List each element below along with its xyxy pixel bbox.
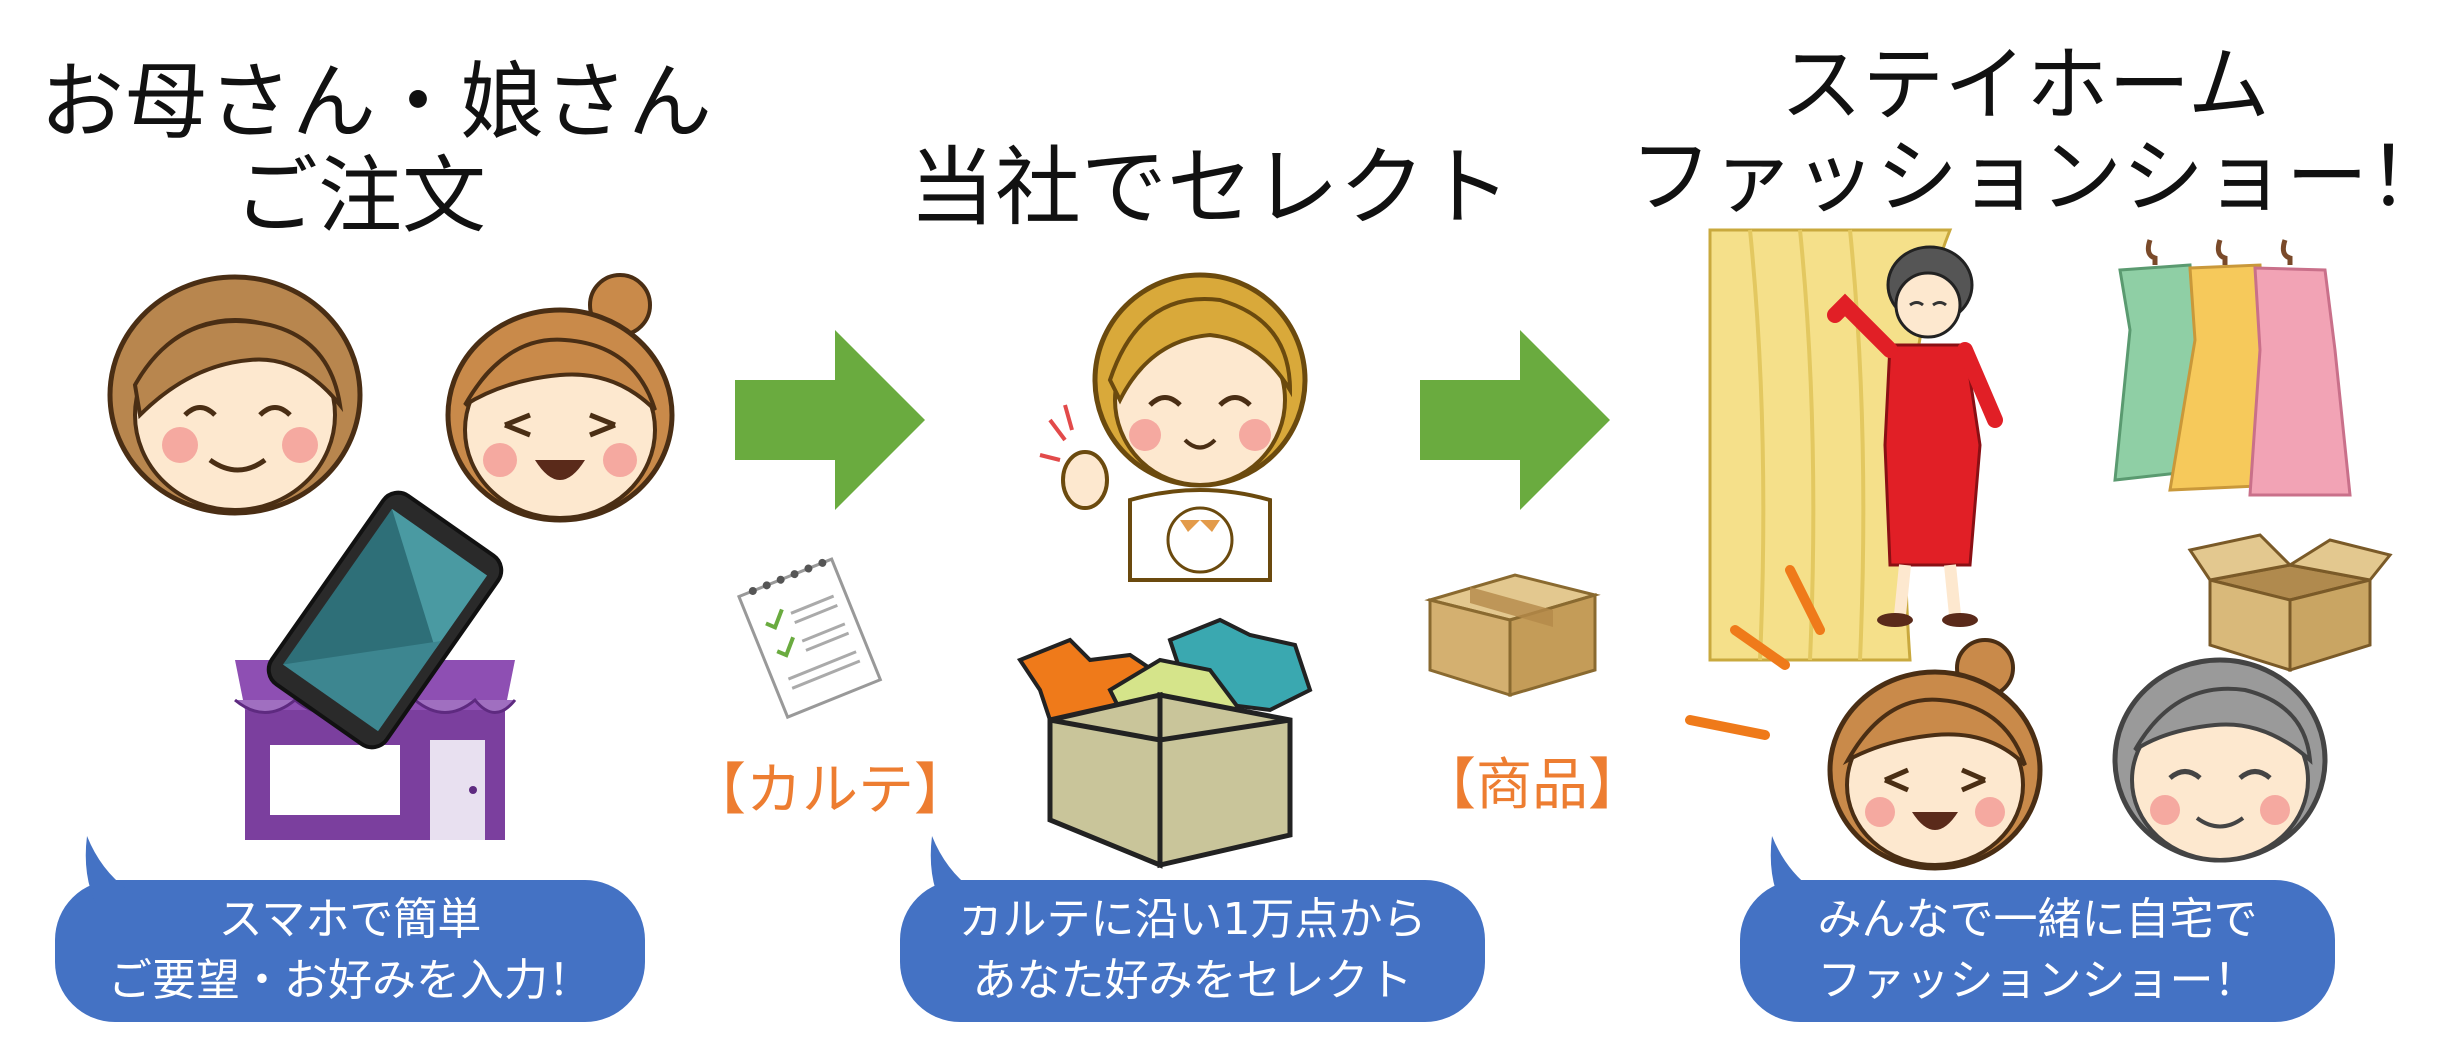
step1-heading-line2: ご注文: [233, 147, 486, 246]
hanging-dresses-icon: [2113, 239, 2352, 497]
step1-heading-line1: お母さん・娘さん: [40, 53, 713, 151]
connector-label-karte: 【カルテ】: [690, 758, 970, 823]
step3-heading-line2: ファッションショー！: [1630, 129, 2437, 225]
step2-bubble-tail: [930, 836, 1002, 906]
clipboard-icon: [736, 557, 883, 720]
flow-arrow-1-icon: [735, 330, 925, 510]
step3-bubble-tail: [1770, 836, 1842, 906]
step3-bubble-line1: みんなで一緒に自宅で: [1817, 894, 2258, 946]
grandmother-face-icon: [2112, 657, 2328, 863]
step3-heading: ステイホーム ファッションショー！: [1630, 38, 2437, 225]
step3-bubble: みんなで一緒に自宅で ファッションショー！: [1740, 836, 2335, 1022]
flow-arrow-2-icon: [1420, 330, 1610, 510]
grandmother-red-dress-icon: [1827, 245, 2003, 627]
excitement-lines-icon: [1685, 565, 1825, 740]
staff-woman-icon: [1039, 272, 1308, 582]
clothes-box-icon: [1016, 617, 1313, 869]
step1-bubble: スマホで簡単 ご要望・お好みを入力！: [55, 836, 645, 1022]
step1-bubble-tail: [85, 836, 157, 906]
step2-bubble-line2: あなた好みをセレクト: [972, 955, 1413, 1006]
step2-heading-line1: 当社でセレクト: [909, 138, 1511, 238]
mother-face-icon: [107, 274, 363, 516]
daughter-happy-face-icon: [1827, 638, 2043, 871]
step2-bubble: カルテに沿い1万点から あなた好みをセレクト: [900, 836, 1485, 1022]
daughter-face-icon: [445, 273, 675, 523]
step3-heading-line1: ステイホーム: [1780, 38, 2270, 133]
step1-bubble-line2: ご要望・お好みを入力！: [108, 955, 592, 1006]
smartphone-icon: [266, 490, 504, 750]
step2-heading: 当社でセレクト: [900, 138, 1520, 238]
connector-label-product: 【商品】: [1420, 753, 1644, 818]
step3-bubble-line2: ファッションショー！: [1817, 955, 2258, 1006]
cardboard-box-icon: [1424, 573, 1601, 698]
step2-bubble-line1: カルテに沿い1万点から: [958, 894, 1427, 946]
step1-bubble-line1: スマホで簡単: [218, 894, 482, 946]
open-box-icon: [2187, 533, 2393, 673]
step1-heading: お母さん・娘さん ご注文: [40, 53, 713, 246]
